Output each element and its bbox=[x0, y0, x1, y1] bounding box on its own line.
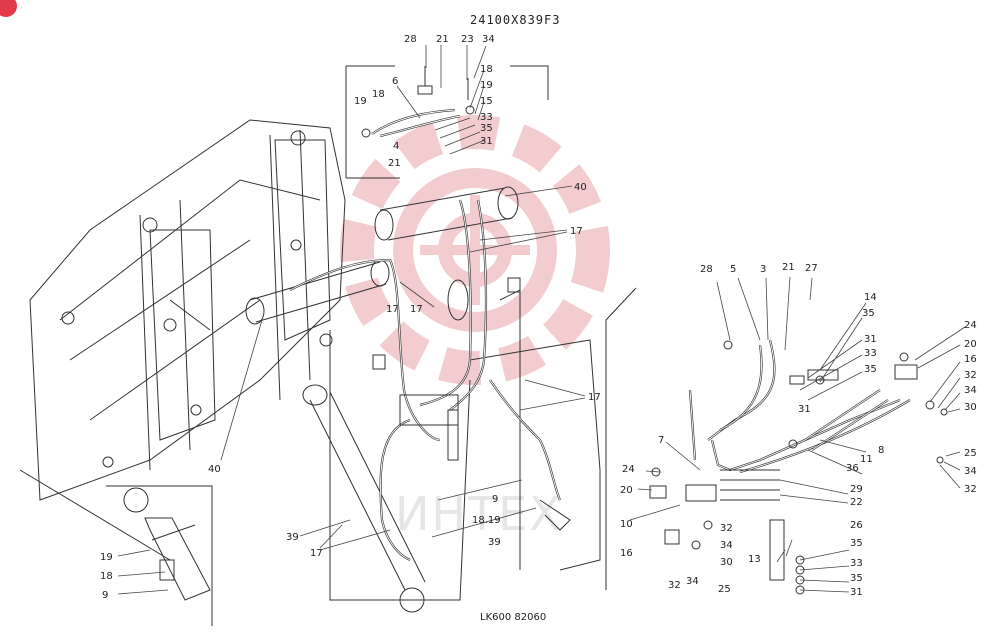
watermark-gear-logo bbox=[340, 115, 610, 385]
callout-label: 27 bbox=[805, 263, 818, 274]
page-badge bbox=[0, 0, 17, 17]
callout-label: 18 bbox=[372, 89, 385, 100]
callout-label: 22 bbox=[850, 497, 863, 508]
callout-label: 34 bbox=[720, 540, 733, 551]
hydraulic-hoses-main bbox=[289, 199, 562, 562]
callout-label: 10 bbox=[620, 519, 633, 530]
callout-label: 21 bbox=[436, 34, 449, 45]
callout-label: 17 bbox=[410, 304, 423, 315]
callout-label: 32 bbox=[964, 484, 977, 495]
callout-label: 21 bbox=[782, 262, 795, 273]
callout-label: 17 bbox=[570, 226, 583, 237]
callout-label: 31 bbox=[850, 587, 863, 598]
callout-label: 40 bbox=[574, 182, 587, 193]
callout-label: 11 bbox=[860, 454, 873, 465]
callout-label: 35 bbox=[850, 573, 863, 584]
leader-lines bbox=[117, 45, 966, 595]
callout-label: 15 bbox=[480, 96, 493, 107]
callout-label: 9 bbox=[492, 494, 498, 505]
footer-code: LK600 82060 bbox=[480, 612, 546, 623]
callout-label: 17 bbox=[310, 548, 323, 559]
callout-label: 32 bbox=[668, 580, 681, 591]
callout-label: 34 bbox=[686, 576, 699, 587]
callout-label: 19 bbox=[480, 80, 493, 91]
callout-label: 17 bbox=[386, 304, 399, 315]
boom-cylinders bbox=[245, 186, 519, 325]
callout-label: 13 bbox=[748, 554, 761, 565]
watermark-text: ИНТЕХ bbox=[395, 487, 563, 541]
callout-label: 20 bbox=[964, 339, 977, 350]
callout-label: 4 bbox=[393, 141, 399, 152]
inset-detail-top bbox=[345, 65, 549, 179]
callout-label: 35 bbox=[480, 123, 493, 134]
callout-label: 14 bbox=[864, 292, 877, 303]
callout-label: 17 bbox=[588, 392, 601, 403]
callout-label: 28 bbox=[404, 34, 417, 45]
callout-label: 34 bbox=[964, 385, 977, 396]
inset-cylinder-detail bbox=[106, 485, 213, 626]
callout-label: 33 bbox=[850, 558, 863, 569]
callout-label: 18 bbox=[480, 64, 493, 75]
callout-label: 5 bbox=[730, 264, 736, 275]
callout-label: 35 bbox=[850, 538, 863, 549]
callout-label: 19 bbox=[354, 96, 367, 107]
callout-label: 34 bbox=[964, 466, 977, 477]
callout-label: 24 bbox=[622, 464, 635, 475]
callout-label: 35 bbox=[862, 308, 875, 319]
callout-label: 40 bbox=[208, 464, 221, 475]
callout-label: 21 bbox=[388, 158, 401, 169]
callout-label: 33 bbox=[480, 112, 493, 123]
callout-label: 16 bbox=[620, 548, 633, 559]
callout-label: 28 bbox=[700, 264, 713, 275]
callout-label: 3 bbox=[760, 264, 766, 275]
callout-label: 8 bbox=[878, 445, 884, 456]
callout-label: 16 bbox=[964, 354, 977, 365]
callout-label: 34 bbox=[482, 34, 495, 45]
callout-label: 20 bbox=[620, 485, 633, 496]
callout-label: 18 bbox=[100, 571, 113, 582]
callout-label: 25 bbox=[718, 584, 731, 595]
callout-label: 24 bbox=[964, 320, 977, 331]
callout-label: 7 bbox=[658, 435, 664, 446]
callout-label: 25 bbox=[964, 448, 977, 459]
callout-label: 35 bbox=[864, 364, 877, 375]
exploded-parts-right bbox=[605, 287, 948, 595]
callout-label: 29 bbox=[850, 484, 863, 495]
callout-label: 6 bbox=[392, 76, 398, 87]
callout-label: 30 bbox=[720, 557, 733, 568]
callout-label: 18.19 bbox=[472, 515, 501, 526]
drawing-number: 24100X839F3 bbox=[470, 13, 560, 27]
callout-label: 23 bbox=[461, 34, 474, 45]
callout-label: 19 bbox=[100, 552, 113, 563]
callout-label: 26 bbox=[850, 520, 863, 531]
callout-label: 31 bbox=[480, 136, 493, 147]
callout-label: 31 bbox=[864, 334, 877, 345]
tilt-cylinder-assembly bbox=[302, 277, 601, 613]
callout-label: 9 bbox=[102, 590, 108, 601]
callout-label: 32 bbox=[720, 523, 733, 534]
callout-label: 39 bbox=[286, 532, 299, 543]
callout-labels: 28 21 23 34 6 18 19 19 18 15 33 35 31 4 … bbox=[100, 34, 977, 601]
callout-label: 30 bbox=[964, 402, 977, 413]
callout-label: 39 bbox=[488, 537, 501, 548]
callout-label: 31 bbox=[798, 404, 811, 415]
callout-label: 32 bbox=[964, 370, 977, 381]
callout-label: 33 bbox=[864, 348, 877, 359]
loader-frame bbox=[19, 119, 346, 561]
callout-label: 36 bbox=[846, 463, 859, 474]
